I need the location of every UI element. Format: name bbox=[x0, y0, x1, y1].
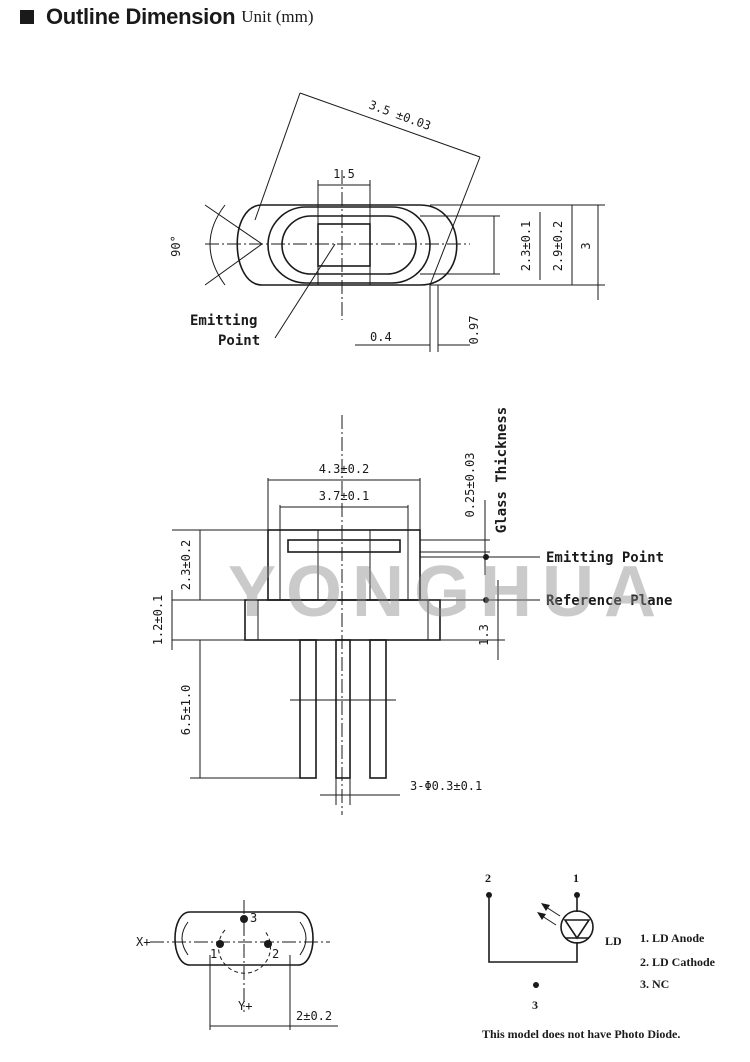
y-axis-label: Y+ bbox=[238, 999, 252, 1013]
reference-plane-dot bbox=[483, 597, 489, 603]
top-view-outer-outline bbox=[236, 204, 458, 286]
arrow-head-icon bbox=[537, 912, 546, 920]
top-view-oval-inner bbox=[281, 215, 417, 275]
bottom-pin1-label: 1 bbox=[210, 947, 217, 961]
cap-window bbox=[287, 539, 401, 553]
dim-glass: 0.25±0.03 bbox=[463, 452, 477, 517]
laser-diode-icon bbox=[560, 910, 594, 944]
top-view: 1.5 3.5 ±0.03 90° 2.3±0.1 2.9±0.2 3 0.4 … bbox=[169, 92, 605, 352]
schematic-pin1-label: 1 bbox=[573, 871, 579, 885]
watermark-text: YONGHUA bbox=[228, 552, 666, 632]
dim-90: 90° bbox=[169, 235, 183, 257]
angle-arc bbox=[209, 204, 226, 286]
bottom-pin3-label: 3 bbox=[250, 911, 257, 925]
emitting-point-dot bbox=[483, 554, 489, 560]
legend-item-1: 1. LD Anode bbox=[640, 931, 705, 945]
legend-item-3: 3. NC bbox=[640, 977, 669, 991]
arrow-head-icon bbox=[541, 903, 550, 911]
pin1-dot bbox=[216, 940, 224, 948]
dim-6-5: 6.5±1.0 bbox=[179, 685, 193, 736]
top-view-oval-outer bbox=[267, 206, 431, 284]
dim-0-4: 0.4 bbox=[370, 330, 392, 344]
dim-2-3-top: 2.3±0.1 bbox=[519, 221, 533, 272]
bottom-dim-2: 2±0.2 bbox=[296, 1009, 332, 1023]
pin-circle bbox=[218, 929, 271, 974]
pin-right bbox=[369, 639, 387, 779]
dim-0-97: 0.97 bbox=[467, 316, 481, 345]
top-view-window bbox=[317, 223, 371, 267]
glass-thickness-label: Glass Thickness bbox=[494, 407, 510, 533]
dim-1-3: 1.3 bbox=[477, 624, 491, 646]
schematic-pin2-dot bbox=[486, 892, 492, 898]
ext-line bbox=[429, 156, 481, 286]
schematic-pin1-dot bbox=[574, 892, 580, 898]
schematic-pin3-dot bbox=[533, 982, 539, 988]
page-header: Outline Dimension Unit (mm) bbox=[20, 2, 314, 32]
unit-label: Unit (mm) bbox=[241, 7, 314, 26]
dim-2-3-side: 2.3±0.2 bbox=[179, 540, 193, 591]
schematic-pin2-label: 2 bbox=[485, 871, 491, 885]
ext-line bbox=[204, 204, 263, 245]
leader-line bbox=[274, 243, 336, 339]
ext-line bbox=[254, 92, 301, 221]
diode-triangle bbox=[563, 919, 591, 940]
dim-pins: 3-Φ0.3±0.1 bbox=[410, 779, 482, 793]
bottom-view-outline bbox=[174, 911, 314, 966]
schematic-wire bbox=[488, 895, 578, 963]
schematic-note: This model does not have Photo Diode. bbox=[482, 1027, 680, 1041]
emitting-point-label-line1: Emitting bbox=[190, 313, 257, 329]
ld-label: LD bbox=[605, 934, 622, 948]
bottom-view-notch bbox=[299, 921, 307, 956]
pin-left bbox=[299, 639, 317, 779]
bottom-pin2-label: 2 bbox=[272, 947, 279, 961]
dim-3-7: 3.7±0.1 bbox=[319, 489, 370, 503]
dim-4-3: 4.3±0.2 bbox=[319, 462, 370, 476]
dim-3-5: 3.5 ±0.03 bbox=[367, 98, 433, 133]
side-view: 4.3±0.2 3.7±0.1 0.25±0.03 Glass Thicknes… bbox=[151, 407, 672, 815]
emitting-point-label: Emitting Point bbox=[546, 550, 664, 566]
schematic-pin3-label: 3 bbox=[532, 998, 538, 1012]
legend-item-2: 2. LD Cathode bbox=[640, 955, 716, 969]
x-axis-label: X+ bbox=[136, 935, 150, 949]
bottom-view: 1 2 3 X+ Y+ 2±0.2 bbox=[136, 900, 338, 1030]
dim-line-diagonal bbox=[299, 92, 481, 158]
emitting-point-label-line2: Point bbox=[218, 333, 260, 349]
bottom-view-notch bbox=[181, 921, 189, 956]
dim-1-2: 1.2±0.1 bbox=[151, 595, 165, 646]
schematic: 2 1 3 LD 1. LD Anode 2. LD Cathode 3. NC… bbox=[482, 871, 716, 1041]
pin-center bbox=[335, 639, 351, 779]
pin3-dot bbox=[240, 915, 248, 923]
reference-plane-label: Reference Plane bbox=[546, 593, 672, 609]
dim-3: 3 bbox=[579, 242, 593, 249]
page-title: Outline Dimension bbox=[46, 4, 236, 29]
ext-line bbox=[204, 243, 263, 286]
pin2-dot bbox=[264, 940, 272, 948]
square-bullet-icon bbox=[20, 10, 34, 24]
dim-2-9: 2.9±0.2 bbox=[551, 221, 565, 272]
dim-1-5: 1.5 bbox=[333, 167, 355, 181]
